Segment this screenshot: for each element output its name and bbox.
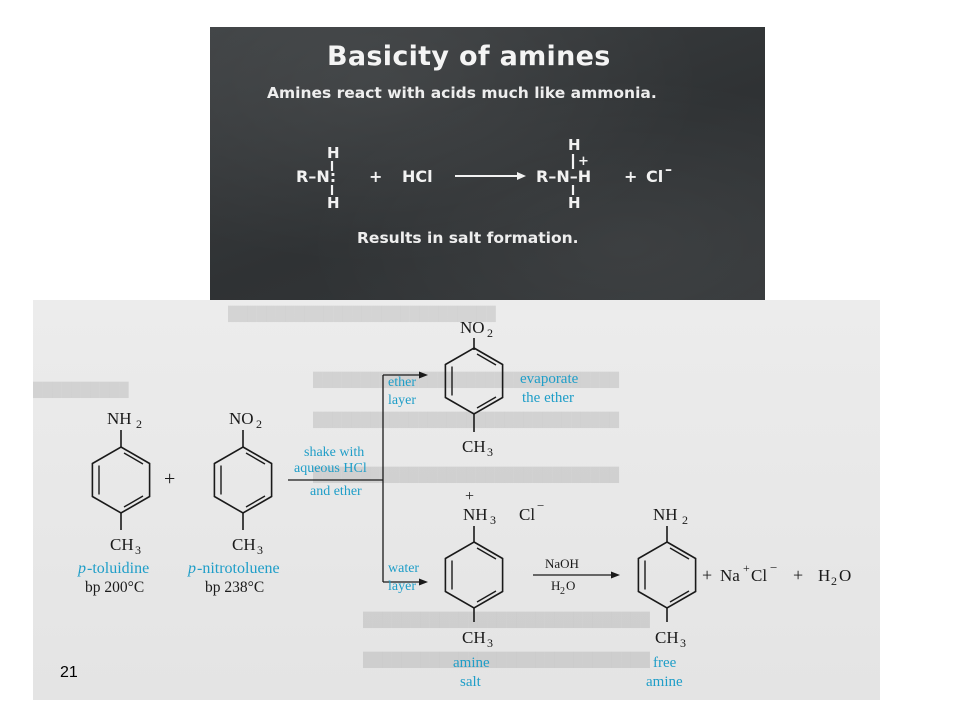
amine-salt-note-1: amine <box>453 655 490 671</box>
evaporate-note-1: evaporate <box>520 371 579 387</box>
svg-text:−: − <box>770 560 777 575</box>
arrow-head <box>517 172 526 180</box>
svg-text:NH: NH <box>653 505 678 524</box>
svg-text:O: O <box>566 578 575 593</box>
svg-text:−: − <box>537 498 544 513</box>
svg-text:+: + <box>743 561 750 575</box>
svg-text:+: + <box>793 565 803 585</box>
ammonium-group: NH <box>463 505 488 524</box>
hcl: HCl <box>402 167 433 186</box>
svg-text:3: 3 <box>490 513 496 527</box>
reactant-amine: R–N: <box>296 167 336 186</box>
free-amine-note-1: free <box>653 655 677 671</box>
svg-text:3: 3 <box>257 543 263 557</box>
svg-text:+: + <box>702 565 712 585</box>
water-layer-label-1: water <box>388 561 419 576</box>
svg-text:O: O <box>839 566 851 585</box>
svg-text:3: 3 <box>135 543 141 557</box>
reactant-h-top: H <box>327 144 340 162</box>
chloride-ion: Cl <box>646 167 663 186</box>
byproducts: + Na + Cl − + H 2 O <box>702 560 851 588</box>
chloride-charge: – <box>665 162 672 178</box>
textbook-scan: ████████████████████████████ ███████████… <box>33 300 880 700</box>
svg-text:3: 3 <box>487 636 493 650</box>
svg-text:3: 3 <box>680 636 686 650</box>
amine-salt-note-2: salt <box>460 674 482 690</box>
svg-text:2: 2 <box>136 417 142 431</box>
water-layer-compound: CH 3 <box>444 526 504 650</box>
amine-hcl-equation: H R–N: H + HCl H + R–N–H H + Cl – <box>296 136 672 212</box>
svg-text:NO: NO <box>460 318 485 337</box>
svg-text:2: 2 <box>831 574 837 588</box>
methyl-group: CH <box>110 535 134 554</box>
product-h-top: H <box>568 136 581 154</box>
svg-text:2: 2 <box>487 326 493 340</box>
board-subtitle: Amines react with acids much like ammoni… <box>267 84 657 102</box>
product-charge: + <box>578 154 589 169</box>
nitro-group: NO <box>229 409 254 428</box>
plus-sign: + <box>164 468 175 490</box>
p-toluidine-structure: NH 2 CH 3 p -toluidine bp 200°C <box>77 409 151 596</box>
svg-text:Cl: Cl <box>751 566 767 585</box>
p-nitrotoluene-structure: NO 2 CH 3 p -nitrotoluene bp 238°C <box>187 409 280 596</box>
p-nitrotoluene-bp: bp 238°C <box>205 579 264 596</box>
svg-text:p: p <box>77 560 86 577</box>
svg-text:2: 2 <box>682 513 688 527</box>
svg-text:H: H <box>818 566 830 585</box>
board-footer: Results in salt formation. <box>357 229 579 247</box>
svg-text:CH: CH <box>462 628 486 647</box>
ammonium-charge: + <box>465 488 474 505</box>
shake-label-line3: and ether <box>310 484 362 499</box>
free-amine-note-2: amine <box>646 674 683 690</box>
plus-sign: + <box>369 167 382 186</box>
ether-layer-label-2: layer <box>388 393 416 408</box>
svg-text:2: 2 <box>560 586 565 597</box>
chloride-counterion: Cl <box>519 505 535 524</box>
p-nitrotoluene-name: -nitrotoluene <box>197 560 280 577</box>
slide-number: 21 <box>60 664 78 681</box>
p-toluidine-bp: bp 200°C <box>85 579 144 596</box>
svg-text:CH: CH <box>462 437 486 456</box>
ammonium-ion: R–N–H <box>536 167 591 186</box>
svg-text:p: p <box>187 560 196 577</box>
shake-label-line2: aqueous HCl <box>294 461 367 476</box>
chalkboard-slide: Basicity of amines Amines react with aci… <box>210 27 765 300</box>
svg-text:CH: CH <box>655 628 679 647</box>
board-title: Basicity of amines <box>327 41 611 72</box>
free-amine-structure: NH 2 CH 3 <box>637 505 697 650</box>
svg-text:H: H <box>551 578 560 593</box>
methyl-group: CH <box>232 535 256 554</box>
p-toluidine-name: -toluidine <box>87 560 149 577</box>
reactant-h-bottom: H <box>327 194 340 212</box>
separation-diagram: NH 2 CH 3 p -toluidine bp 200°C + NO 2 C… <box>77 318 851 690</box>
ether-layer-compound: NO 2 CH 3 <box>444 318 504 459</box>
evaporate-note-2: the ether <box>522 390 574 406</box>
svg-text:3: 3 <box>487 445 493 459</box>
naoh-label: NaOH <box>545 556 579 571</box>
product-h-bottom: H <box>568 194 581 212</box>
amino-group: NH <box>107 409 132 428</box>
svg-text:Na: Na <box>720 566 740 585</box>
plus-sign: + <box>624 167 637 186</box>
shake-label-line1: shake with <box>304 445 364 460</box>
water-layer-label-2: layer <box>388 579 416 594</box>
ether-layer-label-1: ether <box>388 375 416 390</box>
svg-text:2: 2 <box>256 417 262 431</box>
